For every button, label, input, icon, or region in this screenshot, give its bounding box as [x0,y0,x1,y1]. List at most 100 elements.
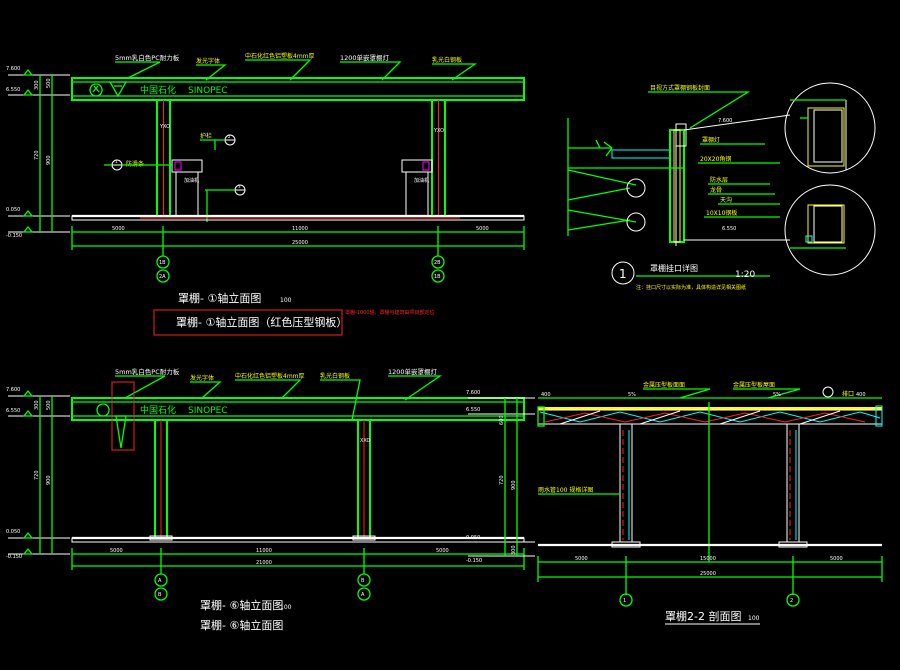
v3-title-scale: 100 [280,604,292,611]
v1-grid-bubbles: 1B 2A 2B 1B [156,250,445,283]
v4-grid-1: 1 [623,598,626,604]
v2-title-block: 1 罩棚挂口详图 1:20 注：挂口尺寸以实际为准，具体构造详见相关图纸 [611,261,770,291]
v1-elev-3: 0.050 [6,207,20,213]
v1-pump-left: 加油机 [171,159,203,217]
v3-column-left [154,419,168,539]
v4-top-note-2: 金属压型板屋面 [733,381,775,389]
v4-hdim-1: 5000 [575,556,588,562]
v3-hdim-4: 21000 [256,560,272,566]
v3-brand-en: SINOPEC [188,406,228,416]
v1-vdim-3: 720 [34,150,40,160]
v1-note-light: 1200单嵌罩棚灯 [340,53,390,62]
v1-grid-2: 2A [159,274,166,280]
v1-title-scale: 100 [280,297,292,304]
v1-note-column: 乳光白钢板 [432,56,462,64]
v1-hdim-4: 25000 [292,240,308,246]
v3-logo-icon [96,403,110,417]
v1-elev-1: 7.600 [6,66,20,72]
v3-col-tag: XXO [360,438,371,444]
v3-grid-1: A [158,578,162,584]
v3-elev-2: 6.550 [6,408,20,414]
v4-elev-1: 7.600 [466,390,480,396]
v1-callout-1: 1 [115,159,118,164]
v3-elev-1: 7.600 [6,387,20,393]
v1-column-right: YXO [431,99,446,217]
v1-title: 罩棚- ①轴立面图 [178,291,261,305]
v1-vdim-4: 900 [46,155,52,165]
v4-span-4: 400 [856,392,866,398]
v1-vdim-2: 500 [46,78,52,88]
v3-brand-cn: 中国石化 [140,404,176,416]
v1-callouts: 1 防滑条 2 护栏 3 [104,132,246,222]
v1-col-tag-right: YXO [433,128,444,134]
v3-vdim-1: 300 [34,400,40,410]
v1-column-left: YXO [156,99,171,217]
v3-elev-3: 0.050 [6,529,20,535]
v4-vdim-4: 300 [511,545,517,555]
v1-callout-note-2: 护栏 [200,132,212,140]
v2-note-2: 罩棚灯 [702,136,720,144]
v2-leader-notes: 目视方式罩棚钢板封面 罩棚灯 20X20角钢 防水层 龙骨 天沟 10X10钢板 [648,84,780,218]
v1-leader-notes: 5mm乳白色PC耐力板 发光字体 中石化红色铝塑板4mm厚 1200单嵌罩棚灯 … [115,52,478,81]
view-4-section: 金属压型板面面 金属压型板屋面 排口 7.600 6.550 0.050 -0.… [466,381,883,625]
v1-logo-icon [89,83,103,97]
v4-vdim-1: 600 [499,415,505,425]
v3-red-highlight-box [111,381,135,451]
v3-grid-2: B [158,592,162,598]
v3-note-pc: 5mm乳白色PC耐力板 [115,367,180,376]
v1-pump-label-right: 加油机 [414,177,429,184]
v3-column-right: XXO [357,419,371,539]
v1-callout-2: 2 [228,134,231,139]
v2-callout-number: 1 [619,267,627,281]
v2-note-6: 天沟 [720,196,732,204]
v4-grid-bubbles: 1 2 [619,593,800,607]
v1-vdim-1: 300 [34,80,40,90]
v4-vdim-3: 900 [511,480,517,490]
v2-elev-2: 6.550 [722,226,736,232]
v1-callout-note-1: 防滑条 [126,160,144,168]
v4-elevation-column: 7.600 6.550 0.050 -0.150 600 720 900 300 [466,390,535,564]
v1-elevation-column: 7.600 6.550 0.050 -0.150 300 500 720 900 [6,66,70,239]
v1-hdim-3: 5000 [476,226,489,232]
v4-vdim-2: 720 [499,475,505,485]
v4-horizontal-dims: 5000 15000 5000 25000 [537,556,883,595]
v1-title-2: 罩棚- ①轴立面图（红色压型钢板） [176,315,347,329]
v2-note-5: 龙骨 [710,186,722,194]
v4-elev-2: 6.550 [466,407,480,413]
v1-logo-feather-icon [108,81,128,98]
v4-span-dims: 400 5% 5% 400 [538,392,882,399]
v4-elev-4: -0.150 [466,558,482,564]
v2-scale: 1:20 [735,270,755,280]
v3-canopy-fascia [71,397,525,421]
v4-hdim-4: 25000 [700,571,716,577]
v4-side-note: 排口 [842,390,854,398]
v4-column-left [611,423,641,548]
v3-horizontal-dims: 5000 11000 5000 21000 [71,548,525,570]
v4-grid-2: 2 [790,598,793,604]
v1-note-pc: 5mm乳白色PC耐力板 [115,53,180,62]
v3-elev-4: -0.150 [6,554,22,560]
v3-vdim-4: 900 [46,475,52,485]
v1-hdim-2: 11000 [292,226,308,232]
v3-note-steel: 中石化红色铝塑板4mm厚 [235,372,305,380]
v4-span-3: 5% [773,392,781,398]
v3-hdim-3: 5000 [436,548,449,554]
v1-red-note: 罩棚-1000轴，罩棚与建筑由项目部定位 [345,309,435,316]
v4-title-scale: 100 [748,615,760,622]
v2-footnote: 注：挂口尺寸以实际为准，具体构造详见相关图纸 [636,284,746,291]
v1-grid-3: 2B [434,260,441,266]
v1-hdim-1: 5000 [112,226,125,232]
v3-title: 罩棚- ⑥轴立面图 [200,598,283,612]
v2-zoom-circle-bottom [684,184,876,276]
v4-span-2: 5% [628,392,636,398]
v1-grid-1: 1B [159,260,166,266]
v1-brand-logo: 中国石化 SINOPEC [89,81,228,98]
v3-hdim-1: 5000 [110,548,123,554]
v4-hdim-2: 15000 [700,556,716,562]
view-2-detail: 目视方式罩棚钢板封面 罩棚灯 20X20角钢 防水层 龙骨 天沟 10X10钢板… [567,82,876,291]
v4-roof-truss [537,405,883,427]
v3-note-logo: 发光字体 [190,374,214,382]
v3-note-light: 1200单嵌罩棚灯 [388,367,438,376]
v2-zoom-circle-top [683,82,876,174]
